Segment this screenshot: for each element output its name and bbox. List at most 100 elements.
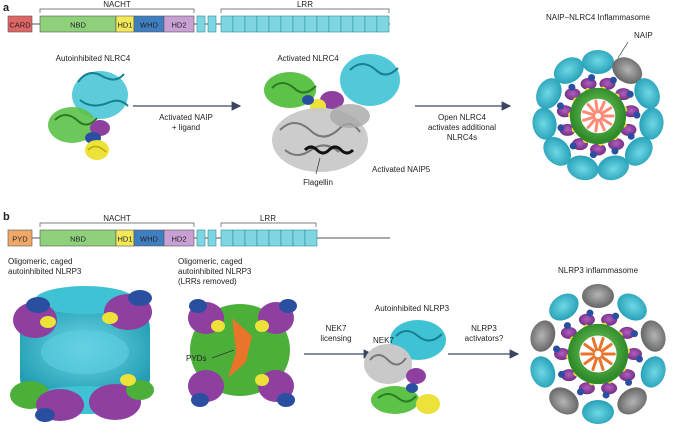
panel-a-letter: a [3, 2, 10, 14]
naip-nlrc4-inflammasome-label: NAIP–NLRC4 Inflammasome [546, 13, 651, 22]
hd2-subunit [578, 313, 595, 326]
whd-subunit [553, 345, 561, 353]
whd-subunit [588, 74, 596, 82]
whd-subunit [586, 309, 594, 317]
whd-domain-b-label: WHD [140, 235, 158, 244]
lrr-subunit [582, 400, 614, 424]
nek7-label: NEK7 [373, 336, 394, 345]
arrow1-label-b-line1: NEK7 [326, 324, 347, 333]
arrow1-label-a-line2: + ligand [172, 123, 200, 132]
naip-subunit [640, 320, 666, 352]
whd-subunit [569, 142, 577, 150]
lrr-subunit [553, 57, 584, 84]
hd1-domain-b-label: HD1 [117, 235, 132, 244]
arrow2-label-b-line2: activators? [465, 334, 504, 343]
lrr-subunit [536, 78, 562, 109]
autoinhibited-nlrp3-label: Autoinhibited NLRP3 [375, 304, 450, 313]
hd2-subunit [601, 382, 618, 395]
lrr-subunit [549, 293, 579, 321]
whd-subunit [625, 378, 633, 386]
hd1-domain-a-label: HD1 [117, 21, 132, 30]
card-spoke [586, 103, 597, 115]
arrow2-label-a-line3: NLRC4s [447, 133, 477, 142]
card-spoke [591, 356, 599, 371]
card-spoke [600, 355, 613, 366]
arrow2-label-a-line2: activates additional [428, 123, 496, 132]
arrow1-label-a-line1: Activated NAIP [159, 113, 213, 122]
naip-subunit [530, 320, 556, 352]
whd-subunit [589, 151, 597, 159]
card-spoke [594, 118, 599, 133]
hd2-domain-b-label: HD2 [171, 235, 186, 244]
whd-subunit [633, 111, 641, 119]
whd-domain-a-label: WHD [140, 21, 158, 30]
whd-subunit [602, 391, 610, 399]
hd2-domain-b [163, 229, 195, 247]
whd-subunit [630, 330, 638, 338]
flagellin-label: Flagellin [303, 178, 333, 187]
card-domain-label: CARD [9, 21, 31, 30]
whd-subunit [576, 388, 584, 396]
hd2-subunit [560, 326, 577, 339]
panel-a-domain-bar: CARD NBD HD1 WHD HD2 NACHT LRR [7, 0, 390, 33]
nbd-ring [569, 87, 627, 145]
card-spoke [583, 355, 596, 366]
card-spoke [591, 337, 599, 352]
caged-nlrp3-nolrr-label-line3: (LRRs removed) [178, 277, 237, 286]
hd2-domain-a [163, 15, 195, 33]
hd2-domain-a-label: HD2 [171, 21, 186, 30]
panel-b-domain-bar: PYD NBD HD1 WHD HD2 NACHT LRR [7, 214, 390, 247]
whd-subunit [557, 124, 565, 132]
whd-subunit [611, 147, 619, 155]
card-spoke [586, 117, 597, 129]
autoinhibited-nlrc4-structure [48, 71, 129, 160]
nacht-label-b: NACHT [103, 214, 131, 223]
lrr-subunit [624, 136, 653, 166]
nlrp3-inflammasome-label: NLRP3 inflammasome [558, 266, 639, 275]
lrr-subunit [543, 136, 572, 166]
lrr-subunit [634, 78, 660, 109]
whd-subunit [568, 83, 576, 91]
panel-b-letter: b [3, 211, 10, 223]
card-spoke [597, 337, 605, 352]
autoinhibited-nlrp3-structure [364, 320, 446, 414]
card-spoke [600, 342, 613, 353]
whd-subunit [626, 90, 634, 98]
hd2-subunit [608, 138, 625, 151]
pyd-domain-label: PYD [12, 235, 28, 244]
caged-nlrp3-label-line2: autoinhibited NLRP3 [8, 267, 82, 276]
naip-subunit [549, 387, 579, 415]
hd2-subunit [619, 326, 636, 339]
whd-subunit [556, 102, 564, 110]
hd2-subunit [564, 88, 581, 101]
card-spoke [581, 115, 596, 122]
card-spoke [600, 116, 613, 126]
lrr-subunit [532, 107, 557, 140]
lrr-subunit [597, 155, 629, 181]
activated-nlrc4-structure [264, 54, 400, 172]
lrr-subunit [640, 356, 666, 388]
lrr-subunit [582, 50, 614, 74]
arrow2-label-b-line1: NLRP3 [471, 324, 497, 333]
pyds-label: PYDs [186, 354, 206, 363]
caged-nlrp3-nolrr-label-line2: autoinhibited NLRP3 [178, 267, 252, 276]
whd-subunit [627, 132, 635, 140]
lrr-label-a: LRR [297, 0, 313, 9]
naip-subunit [612, 57, 643, 84]
card-spoke [600, 106, 613, 116]
lrr-subunit [617, 293, 647, 321]
card-spoke [598, 100, 606, 114]
card-spoke [598, 118, 606, 132]
whd-subunit [558, 370, 566, 378]
card-spoke [597, 356, 605, 371]
activated-naip5-label: Activated NAIP5 [372, 165, 431, 174]
caged-nlrp3-label-line1: Oligomeric, caged [8, 257, 72, 266]
nbd-domain-b-label: NBD [70, 235, 86, 244]
arrow1-label-b-line2: licensing [320, 334, 351, 343]
activated-nlrc4-label: Activated NLRC4 [277, 54, 339, 63]
lrr-repeats-b [196, 229, 318, 247]
naip-nlrc4-inflammasome-ring [532, 50, 664, 181]
whd-subunit [609, 76, 617, 84]
caged-nlrp3-nolrr-structure [188, 299, 297, 407]
